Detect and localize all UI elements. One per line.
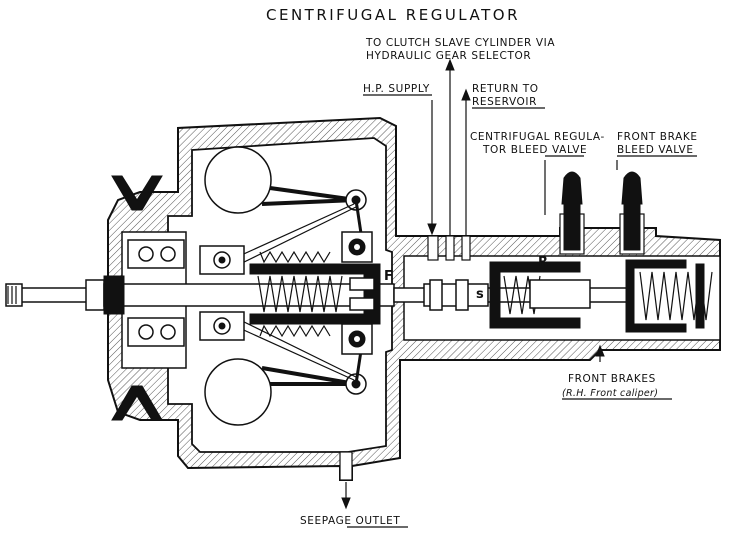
bearing-lower (127, 317, 185, 347)
front-brake-bleed-valve (621, 171, 643, 251)
label-hp-supply: H.P. SUPPLY (363, 83, 430, 95)
label-front-brake-bleed-line2: BLEED VALVE (617, 144, 694, 156)
bearing-upper (127, 239, 185, 269)
label-return-line1: RETURN TO (472, 83, 539, 95)
label-return-line2: RESERVOIR (472, 96, 537, 108)
brake-piston (625, 259, 713, 333)
front-brakes-arrow (595, 344, 605, 357)
label-seepage-outlet: SEEPAGE OUTLET (300, 515, 400, 527)
label-f: F (384, 269, 393, 284)
seepage-arrow (341, 497, 351, 510)
regulator-valve (489, 261, 591, 329)
centrifugal-bleed-valve (561, 171, 583, 251)
label-front-brakes: FRONT BRAKES (568, 373, 656, 385)
label-clutch-slave-line2: HYDRAULIC GEAR SELECTOR (366, 50, 531, 62)
flyweight-lower (204, 317, 367, 426)
label-s: s (476, 287, 484, 302)
label-front-brake-bleed-line1: FRONT BRAKE (617, 131, 698, 143)
label-r: R (538, 255, 549, 270)
label-centrifugal-bleed-line2: TOR BLEED VALVE (482, 144, 587, 156)
label-rh-caliper: (R.H. Front caliper) (562, 388, 658, 399)
label-centrifugal-bleed-line1: CENTRIFUGAL REGULA- (470, 131, 605, 143)
label-clutch-slave-line1: TO CLUTCH SLAVE CYLINDER VIA (365, 37, 555, 49)
flyweight-upper (204, 146, 367, 267)
label-arrows (427, 58, 618, 238)
control-spool (423, 279, 489, 311)
governor-spring (249, 250, 381, 338)
drive-flange-fins (111, 175, 163, 421)
diagram-title: CENTRIFUGAL REGULATOR (266, 6, 520, 24)
